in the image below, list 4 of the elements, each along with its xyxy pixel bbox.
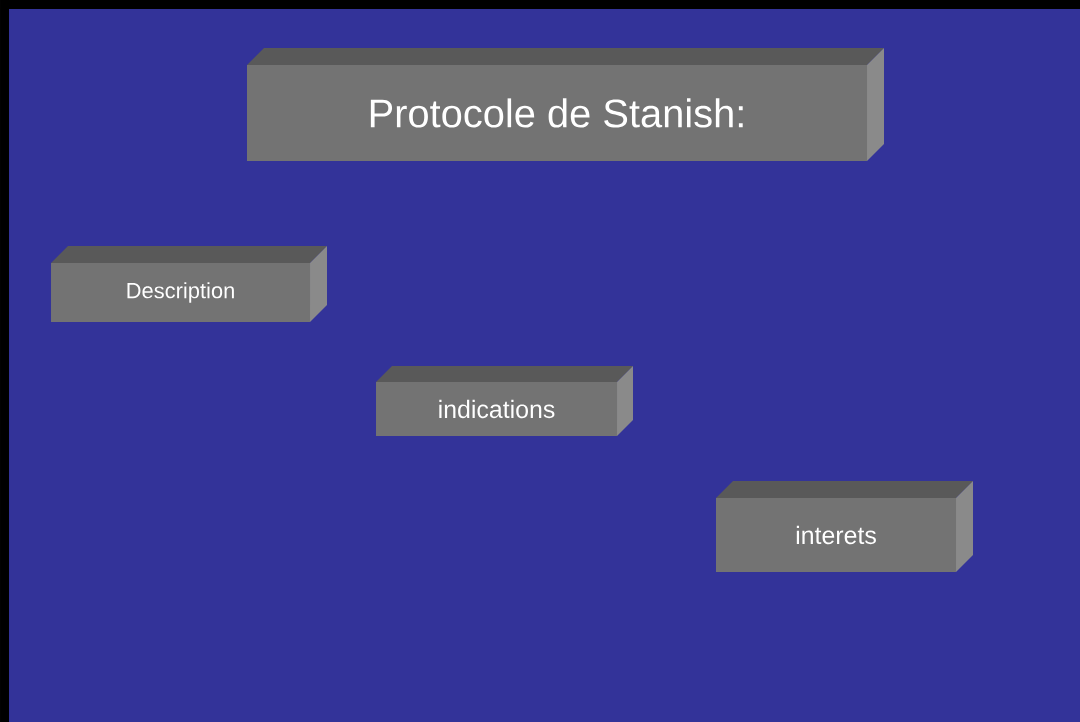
title-box: Protocole de Stanish:	[247, 48, 884, 161]
topic-box: indications	[376, 366, 633, 436]
topic-box: interets	[716, 481, 973, 572]
topic-box: Description	[51, 246, 327, 322]
